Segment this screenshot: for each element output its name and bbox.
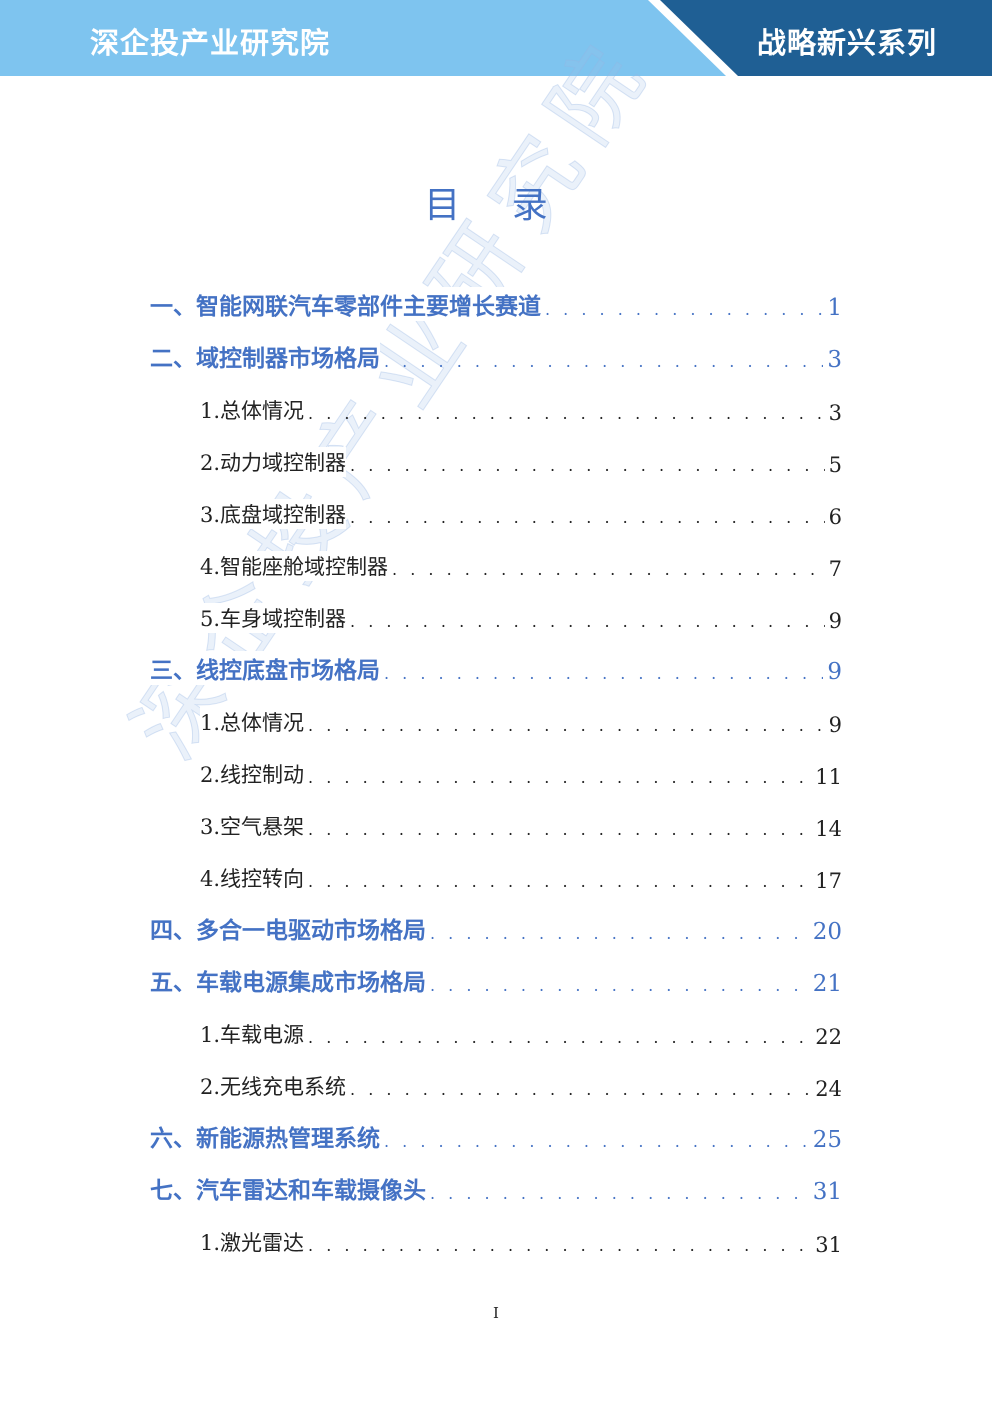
toc-section-entry[interactable]: 2.无线充电系统 . . . . . . . . . . . . . . . .… [150, 1060, 842, 1112]
toc-entry-label: 1.总体情况 [200, 707, 305, 737]
toc-entry-page-number: 9 [828, 713, 842, 737]
toc-entry-label: 一、智能网联汽车零部件主要增长赛道 [150, 287, 541, 321]
header-divider-stripe [648, 0, 732, 76]
toc-section-entry[interactable]: 4.线控转向 . . . . . . . . . . . . . . . . .… [150, 852, 842, 904]
toc-dot-leader: . . . . . . . . . . . . . . . . . . . . … [350, 1080, 811, 1099]
toc-entry-page-number: 17 [815, 869, 842, 893]
toc-chapter-entry[interactable]: 七、汽车雷达和车载摄像头 . . . . . . . . . . . . . .… [150, 1164, 842, 1216]
header-dark-band [660, 0, 992, 76]
toc-entry-label: 3.空气悬架 [200, 811, 305, 841]
toc-chapter-entry[interactable]: 四、多合一电驱动市场格局 . . . . . . . . . . . . . .… [150, 904, 842, 956]
toc-entry-page-number: 3 [827, 347, 842, 373]
toc-section-entry[interactable]: 1.激光雷达 . . . . . . . . . . . . . . . . .… [150, 1216, 842, 1268]
toc-entry-page-number: 11 [815, 765, 842, 789]
toc-entry-label: 四、多合一电驱动市场格局 [150, 911, 426, 945]
toc-section-entry[interactable]: 2.线控制动 . . . . . . . . . . . . . . . . .… [150, 748, 842, 800]
page-number: I [493, 1304, 499, 1322]
toc-entry-page-number: 14 [815, 817, 842, 841]
toc-section-entry[interactable]: 2.动力域控制器 . . . . . . . . . . . . . . . .… [150, 436, 842, 488]
toc-entry-label: 4.线控转向 [200, 863, 305, 893]
toc-section-entry[interactable]: 5.车身域控制器 . . . . . . . . . . . . . . . .… [150, 592, 842, 644]
toc-dot-leader: . . . . . . . . . . . . . . . . . . . . … [384, 664, 823, 683]
toc-entry-label: 三、线控底盘市场格局 [150, 651, 380, 685]
header-background [0, 0, 992, 76]
toc-entry-page-number: 9 [827, 659, 842, 685]
toc-dot-leader: . . . . . . . . . . . . . . . . . . . . … [308, 768, 811, 787]
toc-dot-leader: . . . . . . . . . . . . . . . . . . . . … [308, 872, 811, 891]
toc-entry-page-number: 6 [828, 505, 842, 529]
toc-entry-label: 二、域控制器市场格局 [150, 339, 380, 373]
toc-section-entry[interactable]: 1.总体情况 . . . . . . . . . . . . . . . . .… [150, 384, 842, 436]
toc-entry-label: 七、汽车雷达和车载摄像头 [150, 1171, 426, 1205]
toc-entry-label: 2.无线充电系统 [200, 1071, 347, 1101]
toc-entry-page-number: 25 [812, 1127, 842, 1153]
header-light-band [0, 0, 728, 76]
toc-entry-page-number: 20 [812, 919, 842, 945]
toc-dot-leader: . . . . . . . . . . . . . . . . . . . . … [430, 1184, 809, 1203]
toc-entry-page-number: 7 [828, 557, 842, 581]
table-of-contents: 一、智能网联汽车零部件主要增长赛道 . . . . . . . . . . . … [150, 280, 842, 1268]
toc-chapter-entry[interactable]: 五、车载电源集成市场格局 . . . . . . . . . . . . . .… [150, 956, 842, 1008]
toc-entry-label: 五、车载电源集成市场格局 [150, 963, 426, 997]
toc-entry-page-number: 5 [828, 453, 842, 477]
toc-dot-leader: . . . . . . . . . . . . . . . . . . . . … [430, 976, 809, 995]
toc-entry-page-number: 9 [828, 609, 842, 633]
toc-entry-page-number: 31 [815, 1233, 842, 1257]
toc-entry-page-number: 31 [812, 1179, 842, 1205]
toc-dot-leader: . . . . . . . . . . . . . . . . . . . . … [545, 300, 823, 319]
toc-entry-label: 2.动力域控制器 [200, 447, 347, 477]
toc-chapter-entry[interactable]: 三、线控底盘市场格局 . . . . . . . . . . . . . . .… [150, 644, 842, 696]
toc-dot-leader: . . . . . . . . . . . . . . . . . . . . … [392, 560, 825, 579]
toc-dot-leader: . . . . . . . . . . . . . . . . . . . . … [308, 820, 811, 839]
toc-entry-label: 1.车载电源 [200, 1019, 305, 1049]
toc-chapter-entry[interactable]: 六、新能源热管理系统 . . . . . . . . . . . . . . .… [150, 1112, 842, 1164]
header-institute-name: 深企投产业研究院 [90, 26, 331, 60]
toc-dot-leader: . . . . . . . . . . . . . . . . . . . . … [350, 612, 825, 631]
toc-dot-leader: . . . . . . . . . . . . . . . . . . . . … [308, 404, 825, 423]
toc-entry-label: 2.线控制动 [200, 759, 305, 789]
toc-dot-leader: . . . . . . . . . . . . . . . . . . . . … [350, 456, 825, 475]
toc-entry-label: 3.底盘域控制器 [200, 499, 347, 529]
toc-entry-page-number: 21 [812, 971, 842, 997]
toc-entry-label: 六、新能源热管理系统 [150, 1119, 380, 1153]
toc-section-entry[interactable]: 1.车载电源 . . . . . . . . . . . . . . . . .… [150, 1008, 842, 1060]
toc-entry-page-number: 3 [828, 401, 842, 425]
toc-dot-leader: . . . . . . . . . . . . . . . . . . . . … [430, 924, 809, 943]
toc-dot-leader: . . . . . . . . . . . . . . . . . . . . … [308, 716, 825, 735]
toc-entry-label: 1.激光雷达 [200, 1227, 305, 1257]
toc-entry-page-number: 1 [827, 295, 842, 321]
toc-dot-leader: . . . . . . . . . . . . . . . . . . . . … [308, 1028, 811, 1047]
toc-dot-leader: . . . . . . . . . . . . . . . . . . . . … [384, 1132, 809, 1151]
toc-entry-label: 5.车身域控制器 [200, 603, 347, 633]
toc-dot-leader: . . . . . . . . . . . . . . . . . . . . … [308, 1236, 811, 1255]
toc-dot-leader: . . . . . . . . . . . . . . . . . . . . … [384, 352, 823, 371]
toc-chapter-entry[interactable]: 二、域控制器市场格局 . . . . . . . . . . . . . . .… [150, 332, 842, 384]
toc-entry-label: 4.智能座舱域控制器 [200, 551, 389, 581]
header-banner: 深企投产业研究院 战略新兴系列 [0, 0, 992, 76]
toc-entry-label: 1.总体情况 [200, 395, 305, 425]
toc-entry-page-number: 24 [815, 1077, 842, 1101]
toc-section-entry[interactable]: 3.底盘域控制器 . . . . . . . . . . . . . . . .… [150, 488, 842, 540]
toc-entry-page-number: 22 [815, 1025, 842, 1049]
toc-dot-leader: . . . . . . . . . . . . . . . . . . . . … [350, 508, 825, 527]
header-series-name: 战略新兴系列 [756, 26, 937, 60]
toc-heading: 目 录 [424, 185, 568, 226]
toc-section-entry[interactable]: 3.空气悬架 . . . . . . . . . . . . . . . . .… [150, 800, 842, 852]
toc-section-entry[interactable]: 4.智能座舱域控制器 . . . . . . . . . . . . . . .… [150, 540, 842, 592]
toc-chapter-entry[interactable]: 一、智能网联汽车零部件主要增长赛道 . . . . . . . . . . . … [150, 280, 842, 332]
toc-section-entry[interactable]: 1.总体情况 . . . . . . . . . . . . . . . . .… [150, 696, 842, 748]
